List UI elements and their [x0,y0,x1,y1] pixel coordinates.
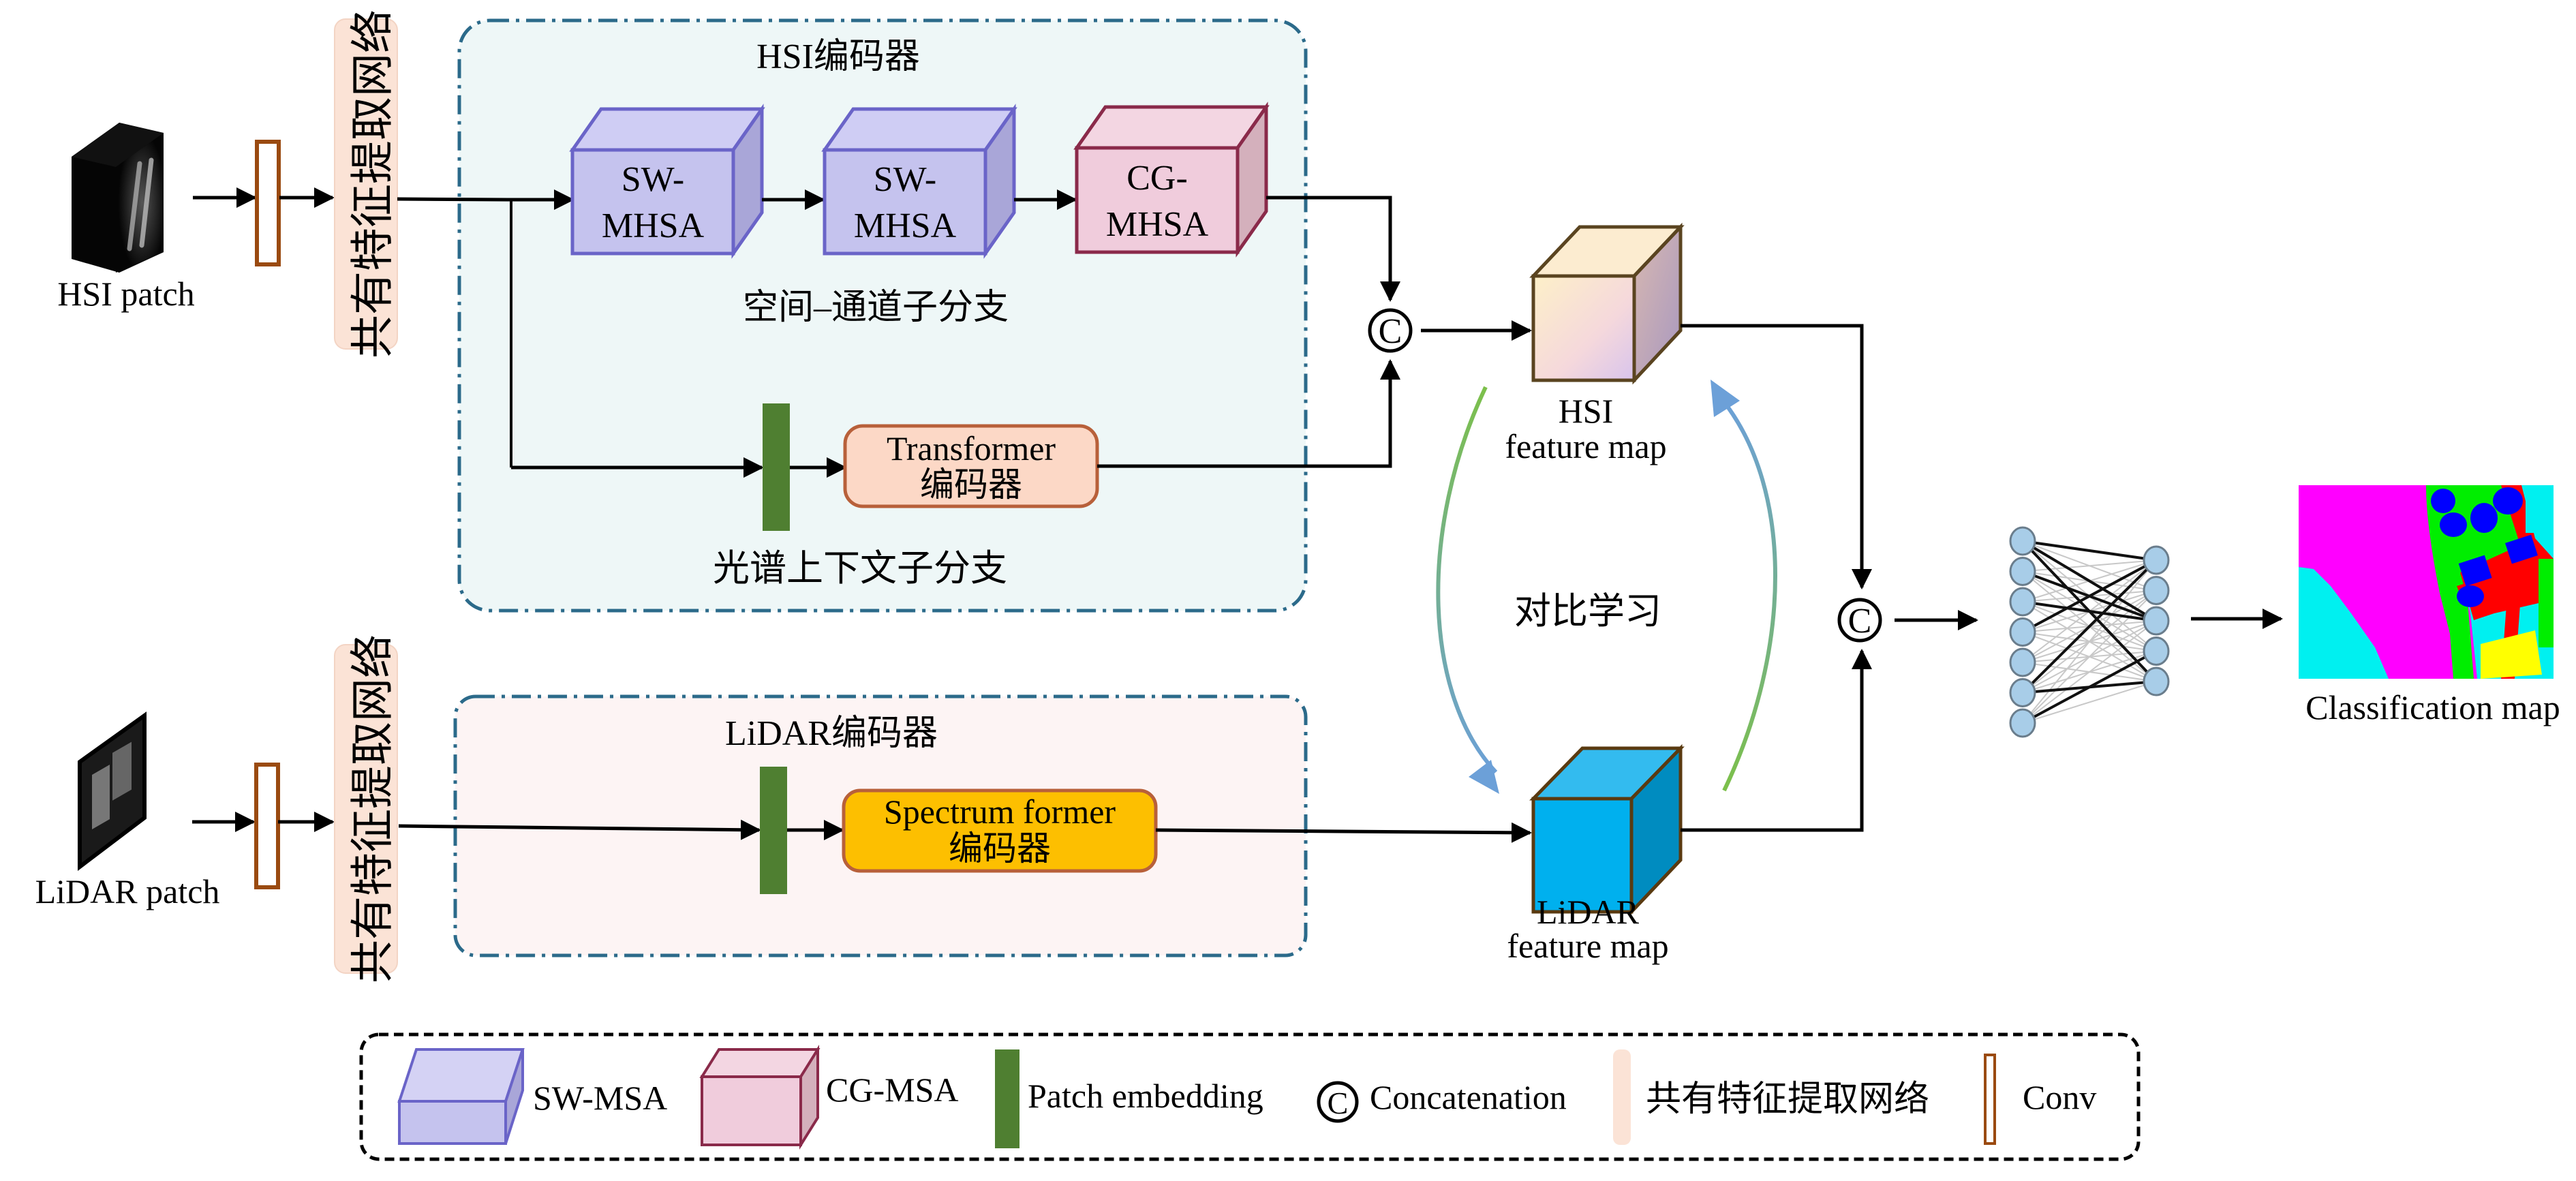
hsi-patch-embedding [763,403,790,531]
legend-item-concatenation: C Concatenation [1317,1078,1567,1123]
lidar-shared-network-label: 共有特征提取网络 [349,634,397,983]
legend-item-patch-embedding: Patch embedding [995,1049,1263,1148]
nn-connection [2022,620,2157,724]
fully-connected-classifier [2009,526,2170,738]
hsi-feature-map-label-2: feature map [1505,427,1666,465]
nn-connection-strong [2021,540,2158,622]
svg-text:编码器: 编码器 [920,465,1022,504]
nn-node [2143,545,2170,575]
line-cg-to-concat [1266,196,1400,302]
hsi-concat-icon: C [1368,308,1413,353]
legend-item-sw-msa: SW-MSA [397,1048,667,1145]
nn-node [2143,666,2170,696]
svg-text:SW-: SW- [874,160,936,199]
svg-text:CG-: CG- [1126,159,1188,198]
hsi-shared-network: 共有特征提取网络 [334,10,398,358]
hsi-conv-block [255,140,281,266]
svg-text:SW-MSA: SW-MSA [533,1079,667,1117]
nn-connection-strong [2022,649,2157,724]
nn-node [2009,678,2036,707]
classification-map-image [2299,485,2554,679]
spectrum-former-encoder: Spectrum former 编码器 [842,788,1158,873]
svg-text:Transformer: Transformer [887,429,1056,467]
svg-text:Conv: Conv [2023,1078,2096,1116]
hsi-patch-image [72,123,164,273]
hsi-encoder-title: HSI编码器 [756,37,920,76]
hsi-feature-map-label-1: HSI [1559,392,1614,430]
contrastive-arrowhead-down [1469,760,1499,794]
nn-node [2009,708,2036,738]
line-lidar-fm-to-final-concat [1681,649,1872,832]
sw-mhsa-block-2: SW- MHSA [821,104,1017,259]
nn-connection [2022,559,2157,724]
svg-text:C: C [1328,1086,1349,1120]
nn-node [2009,557,2036,586]
lidar-feature-map-label-2: feature map [1507,927,1668,965]
arrow-lidar-to-patch-embedding [398,819,761,840]
svg-text:编码器: 编码器 [949,829,1051,868]
nn-node [2143,636,2170,666]
spectral-context-branch-label: 光谱上下文子分支 [713,548,1007,589]
nn-connection-strong [2021,559,2158,694]
contrastive-learning-label: 对比学习 [1514,591,1661,632]
nn-connection [2022,559,2157,572]
nn-connection-strong [2022,540,2157,562]
contrastive-arc-right [1722,401,1777,792]
svg-text:MHSA: MHSA [602,206,705,245]
arrow-to-lidar-feature-map [1155,822,1532,843]
hsi-patch-label: HSI patch [57,275,194,313]
svg-text:MHSA: MHSA [854,206,957,245]
nn-node [2009,617,2036,647]
svg-text:Spectrum former: Spectrum former [884,793,1116,831]
spatial-channel-branch-label: 空间–通道子分支 [743,288,1009,327]
svg-text:Patch embedding: Patch embedding [1028,1077,1263,1115]
contrastive-arc-left [1436,386,1498,774]
lidar-patch-label: LiDAR patch [35,872,220,910]
classification-map-label: Classification map [2305,688,2560,726]
lidar-encoder-title: LiDAR编码器 [725,714,938,753]
hsi-trunk-line [397,197,508,202]
line-hsi-fm-to-final-concat [1681,324,1872,589]
final-concat-icon: C [1837,598,1882,643]
svg-text:SW-: SW- [622,160,684,199]
nn-node [2009,587,2036,617]
line-transformer-to-concat [1097,359,1400,468]
hsi-shared-network-label: 共有特征提取网络 [349,10,397,358]
transformer-encoder: Transformer 编码器 [843,424,1099,508]
lidar-conv-block [254,763,280,889]
legend-item-cg-msa: CG-MSA [699,1045,958,1150]
nn-connection-strong [2022,570,2157,622]
lidar-feature-map-label-1: LiDAR [1537,893,1640,931]
sw-mhsa-block-1: SW- MHSA [569,104,765,259]
svg-text:CG-MSA: CG-MSA [826,1071,958,1109]
nn-node [2009,526,2036,556]
svg-text:C: C [1848,602,1872,641]
nn-node [2143,576,2170,605]
nn-node [2009,647,2036,677]
cg-mhsa-block: CG- MHSA [1073,102,1270,258]
contrastive-arrowhead-up [1711,380,1740,417]
svg-text:MHSA: MHSA [1106,205,1209,244]
nn-node [2143,606,2170,636]
hsi-feature-map-cube [1529,222,1685,385]
nn-connection-strong [2022,600,2157,622]
legend-item-shared-network: 共有特征提取网络 [1613,1049,1929,1145]
legend-item-conv: Conv [1984,1054,2096,1145]
lidar-feature-map-cube [1529,743,1685,917]
lidar-shared-network: 共有特征提取网络 [334,634,398,983]
svg-text:Concatenation: Concatenation [1370,1078,1567,1116]
nn-connection [2022,681,2157,724]
svg-text:C: C [1379,312,1402,351]
svg-text:共有特征提取网络: 共有特征提取网络 [1646,1080,1929,1119]
lidar-patch-embedding [760,767,787,894]
lidar-patch-image [78,711,147,872]
